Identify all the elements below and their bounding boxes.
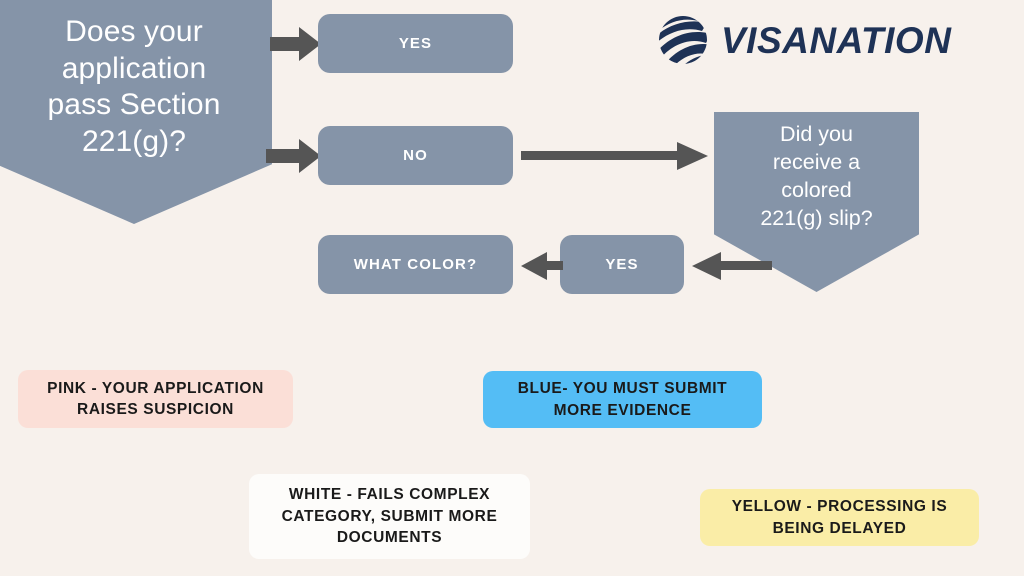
decision-start-label: Does your application pass Section 221(g… xyxy=(47,15,221,158)
legend-blue-label: BLUE- YOU MUST SUBMIT MORE EVIDENCE xyxy=(517,380,728,419)
node-yes-second-label: YES xyxy=(605,256,639,273)
arrow-start-to-no xyxy=(266,138,322,174)
node-what-color[interactable]: WHAT COLOR? xyxy=(318,235,513,294)
arrow-yes-to-what-color xyxy=(521,250,563,282)
brand-wordmark: VISANATION xyxy=(721,19,952,61)
node-yes-top[interactable]: YES xyxy=(318,14,513,73)
legend-pill-blue: BLUE- YOU MUST SUBMIT MORE EVIDENCE xyxy=(483,371,762,428)
arrow-no-to-slip xyxy=(521,140,709,172)
legend-white-label: WHITE - FAILS COMPLEX CATEGORY, SUBMIT M… xyxy=(281,486,498,547)
decision-start-pentagon: Does your application pass Section 221(g… xyxy=(0,0,272,224)
arrow-start-to-yes xyxy=(270,26,322,62)
brand-logo: VISANATION xyxy=(657,14,951,66)
striped-globe-icon xyxy=(659,16,707,64)
legend-yellow-label: YELLOW - PROCESSING IS BEING DELAYED xyxy=(731,498,948,537)
node-what-color-label: WHAT COLOR? xyxy=(353,256,478,273)
legend-pill-pink: PINK - YOUR APPLICATION RAISES SUSPICION xyxy=(18,370,293,428)
legend-pill-white: WHITE - FAILS COMPLEX CATEGORY, SUBMIT M… xyxy=(249,474,530,559)
node-no[interactable]: NO xyxy=(318,126,513,185)
arrow-slip-to-yes xyxy=(692,250,772,282)
node-no-label: NO xyxy=(403,147,428,164)
legend-pink-label: PINK - YOUR APPLICATION RAISES SUSPICION xyxy=(47,379,264,418)
node-yes-second[interactable]: YES xyxy=(560,235,684,294)
node-yes-top-label: YES xyxy=(398,35,433,52)
decision-slip-label: Did you receive a colored 221(g) slip? xyxy=(760,122,873,230)
legend-pill-yellow: YELLOW - PROCESSING IS BEING DELAYED xyxy=(700,489,979,546)
